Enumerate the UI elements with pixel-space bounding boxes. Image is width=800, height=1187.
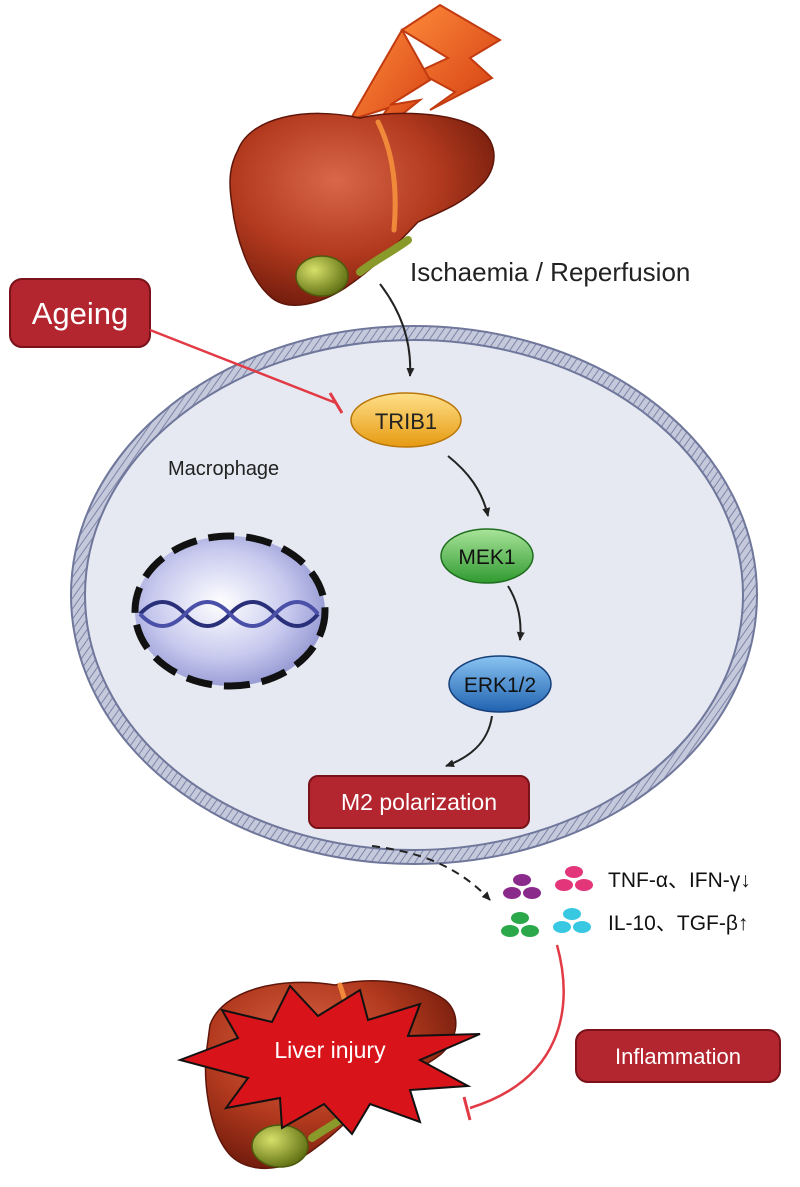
- trib1-node: [350, 392, 462, 448]
- arrow-ischaemia-to-trib1: [379, 283, 415, 377]
- ischaemia-label: Ischaemia / Reperfusion: [410, 257, 690, 287]
- dna-helix-icon: [138, 600, 320, 628]
- ageing-box: [9, 278, 151, 348]
- liver-injury-label: Liver injury: [274, 1037, 386, 1063]
- cytokines-up-label: IL-10、TGF-β↑: [608, 912, 748, 935]
- macrophage-label: Macrophage: [168, 458, 279, 480]
- trib1-label: TRIB1: [375, 409, 437, 434]
- m2-polarization-box: [308, 775, 530, 829]
- ageing-label: Ageing: [32, 296, 129, 331]
- injured-liver-icon: [176, 980, 481, 1170]
- inflammation-inhibition-line: [462, 944, 565, 1121]
- cytokine-dots-icon: [501, 866, 593, 937]
- inflammation-box: [575, 1029, 781, 1083]
- m2-polarization-label: M2 polarization: [341, 789, 497, 815]
- arrow-m2-to-cytokines: [371, 845, 491, 901]
- erk-node: [448, 655, 552, 713]
- macrophage-cell: [70, 325, 758, 865]
- ageing-inhibition-line: [149, 328, 344, 414]
- erk-label: ERK1/2: [464, 674, 536, 697]
- liver-icon: [229, 112, 495, 306]
- mek1-label: MEK1: [458, 546, 515, 569]
- arrow-erk-to-m2: [445, 715, 493, 768]
- nucleus-icon: [131, 532, 329, 690]
- arrow-trib1-to-mek1: [447, 455, 491, 517]
- cytokines-down-label: TNF-α、IFN-γ↓: [608, 869, 751, 892]
- mek1-node: [440, 528, 534, 584]
- arrow-mek1-to-erk: [507, 585, 525, 641]
- inflammation-label: Inflammation: [615, 1044, 741, 1069]
